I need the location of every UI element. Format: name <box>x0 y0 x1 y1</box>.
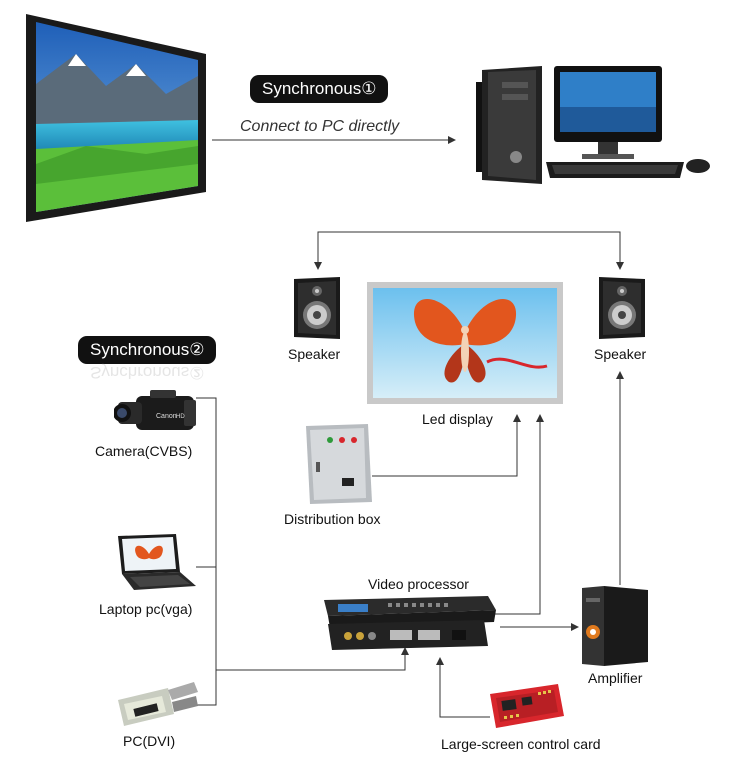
control-card-image <box>488 682 566 732</box>
camera-label: Camera(CVBS) <box>95 443 193 459</box>
pc-dvi-image <box>114 680 200 730</box>
speaker-right-image <box>595 275 649 341</box>
speaker-left-image <box>290 275 344 341</box>
sync2-badge-reflection: Synchronous② <box>90 363 205 382</box>
laptop-label: Laptop pc(vga) <box>99 601 193 617</box>
led-display-image <box>367 282 563 404</box>
sources-to-processor-line <box>216 647 409 671</box>
video-processor-label: Video processor <box>368 576 469 592</box>
led-display-label: Led display <box>422 411 493 427</box>
amplifier-image <box>580 584 652 668</box>
camera-image: Canon HD <box>113 388 200 436</box>
sync1-badge: Synchronous① <box>250 75 389 103</box>
source-bus-line <box>196 397 217 706</box>
sync2-badge: Synchronous② <box>78 336 217 364</box>
pc-dvi-label: PC(DVI) <box>123 733 176 749</box>
speaker-left-label: Speaker <box>288 346 341 362</box>
wall-led-screen-image <box>26 14 206 222</box>
camera-brand-text: Canon <box>156 413 177 420</box>
amplifier-label: Amplifier <box>588 670 643 686</box>
distribution-box-label: Distribution box <box>284 511 381 527</box>
speaker-right-label: Speaker <box>594 346 647 362</box>
video-processor-image <box>318 594 502 652</box>
distribution-box-image <box>302 422 374 506</box>
card-to-processor-line <box>436 657 490 718</box>
control-card-label: Large-screen control card <box>441 736 601 752</box>
processor-to-led-line <box>492 414 544 615</box>
distribution-to-led-line <box>372 414 521 477</box>
desktop-pc-image <box>472 62 717 192</box>
speaker-link-line <box>317 231 621 268</box>
camera-hd-badge: HD <box>176 414 185 420</box>
sync1-caption: Connect to PC directly <box>240 118 400 135</box>
laptop-image <box>112 532 198 594</box>
